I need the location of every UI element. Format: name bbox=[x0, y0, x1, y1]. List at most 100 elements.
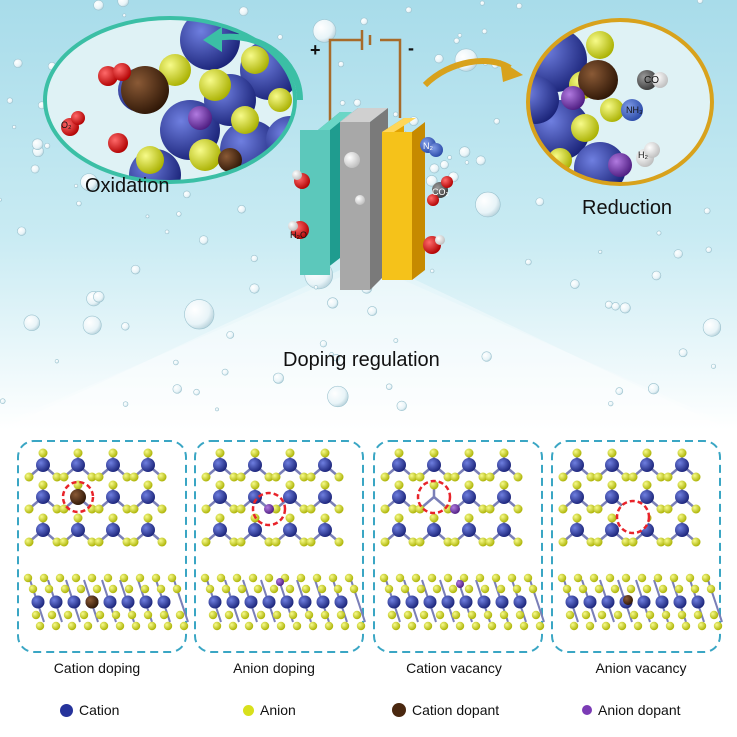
anion-atom bbox=[394, 448, 404, 458]
anion-atom bbox=[478, 537, 488, 547]
anion-atom bbox=[391, 621, 401, 631]
anion-atom bbox=[175, 610, 185, 620]
bubble bbox=[525, 258, 532, 266]
anion-atom bbox=[38, 480, 48, 490]
anion-atom bbox=[471, 621, 481, 631]
anion-atom bbox=[450, 537, 460, 547]
bubble bbox=[604, 300, 613, 309]
anion-atom bbox=[124, 584, 134, 594]
cation-atom bbox=[405, 595, 419, 609]
bubble bbox=[678, 348, 688, 358]
legend-cation-dopant: Cation dopant bbox=[392, 702, 499, 718]
bubble bbox=[459, 146, 471, 158]
cation-atom bbox=[640, 458, 654, 472]
anion-atom bbox=[379, 573, 389, 583]
anion-atom bbox=[147, 621, 157, 631]
anion-atom bbox=[163, 621, 173, 631]
bubble bbox=[598, 249, 603, 254]
bubble bbox=[76, 200, 82, 207]
cation-atom bbox=[226, 595, 240, 609]
anion-atom bbox=[23, 573, 33, 583]
panel-border bbox=[373, 440, 543, 653]
anion-atom bbox=[693, 610, 703, 620]
anion-atom bbox=[642, 448, 652, 458]
anion-atom bbox=[571, 114, 599, 142]
bubble bbox=[430, 268, 435, 274]
anion-atom bbox=[512, 584, 522, 594]
anion-swatch bbox=[243, 704, 254, 716]
anion-atom bbox=[593, 472, 603, 482]
cation-dopant-atom bbox=[121, 66, 169, 114]
anion-atom bbox=[189, 139, 221, 171]
anion-atom bbox=[629, 610, 639, 620]
bubble bbox=[355, 195, 365, 205]
anion-atom bbox=[464, 448, 474, 458]
cation-atom bbox=[213, 458, 227, 472]
anion-atom bbox=[443, 537, 453, 547]
co-molecule bbox=[637, 70, 657, 90]
bubble bbox=[221, 368, 229, 376]
cation-atom bbox=[565, 595, 579, 609]
anion-atom bbox=[248, 573, 258, 583]
anion-atom bbox=[47, 610, 57, 620]
bubble bbox=[705, 246, 712, 253]
bubble bbox=[475, 191, 501, 218]
legend-cation: Cation bbox=[60, 702, 119, 718]
cation-atom bbox=[427, 458, 441, 472]
water-molecule bbox=[288, 221, 298, 231]
anion-atom bbox=[394, 480, 404, 490]
anion-atom bbox=[610, 584, 620, 594]
anion-atom bbox=[403, 610, 413, 620]
anion-atom bbox=[685, 573, 695, 583]
cation-atom bbox=[283, 523, 297, 537]
anion-atom bbox=[108, 480, 118, 490]
anion-atom bbox=[467, 610, 477, 620]
anion-atom bbox=[600, 98, 624, 122]
anion-atom bbox=[593, 504, 603, 514]
co-molecule bbox=[652, 72, 668, 88]
anion-atom bbox=[241, 46, 269, 74]
anion-atom bbox=[411, 573, 421, 583]
bubble bbox=[0, 398, 6, 404]
bubble bbox=[93, 291, 105, 303]
reduction-label: Reduction bbox=[582, 197, 673, 219]
anion-atom bbox=[427, 573, 437, 583]
anion-atom bbox=[306, 537, 316, 547]
bubble bbox=[80, 173, 98, 191]
bubble bbox=[615, 387, 624, 395]
anion-atom bbox=[250, 480, 260, 490]
cation-atom bbox=[157, 595, 171, 609]
cation-atom bbox=[497, 458, 511, 472]
legend-anion-dopant-label: Anion dopant bbox=[598, 702, 681, 718]
cation-atom bbox=[675, 458, 689, 472]
anion-atom bbox=[690, 584, 700, 594]
h2o-label: H₂O bbox=[290, 230, 307, 240]
cation-atom bbox=[605, 523, 619, 537]
anion-atom bbox=[271, 537, 281, 547]
bubble bbox=[619, 302, 631, 314]
anion-atom bbox=[593, 537, 603, 547]
anion-atom bbox=[558, 472, 568, 482]
bubble bbox=[396, 400, 407, 411]
bubble bbox=[82, 315, 102, 335]
anion-atom bbox=[515, 610, 525, 620]
anion-atom bbox=[136, 146, 164, 174]
cation-atom bbox=[36, 523, 50, 537]
anion-atom bbox=[394, 513, 404, 523]
bubble bbox=[493, 118, 500, 125]
anion-atom bbox=[285, 513, 295, 523]
cation-atom bbox=[283, 490, 297, 504]
anion-atom bbox=[464, 584, 474, 594]
bubble bbox=[392, 111, 399, 118]
anion-atom bbox=[387, 610, 397, 620]
anion-atom bbox=[288, 610, 298, 620]
anion-atom bbox=[201, 537, 211, 547]
vacancy-circle bbox=[615, 499, 651, 535]
bubble bbox=[434, 54, 444, 64]
bubble bbox=[648, 383, 660, 395]
cation-atom bbox=[71, 523, 85, 537]
cation-atom bbox=[298, 595, 312, 609]
cation-atom bbox=[283, 458, 297, 472]
anion-atom bbox=[415, 537, 425, 547]
circuit-wire bbox=[328, 30, 402, 130]
